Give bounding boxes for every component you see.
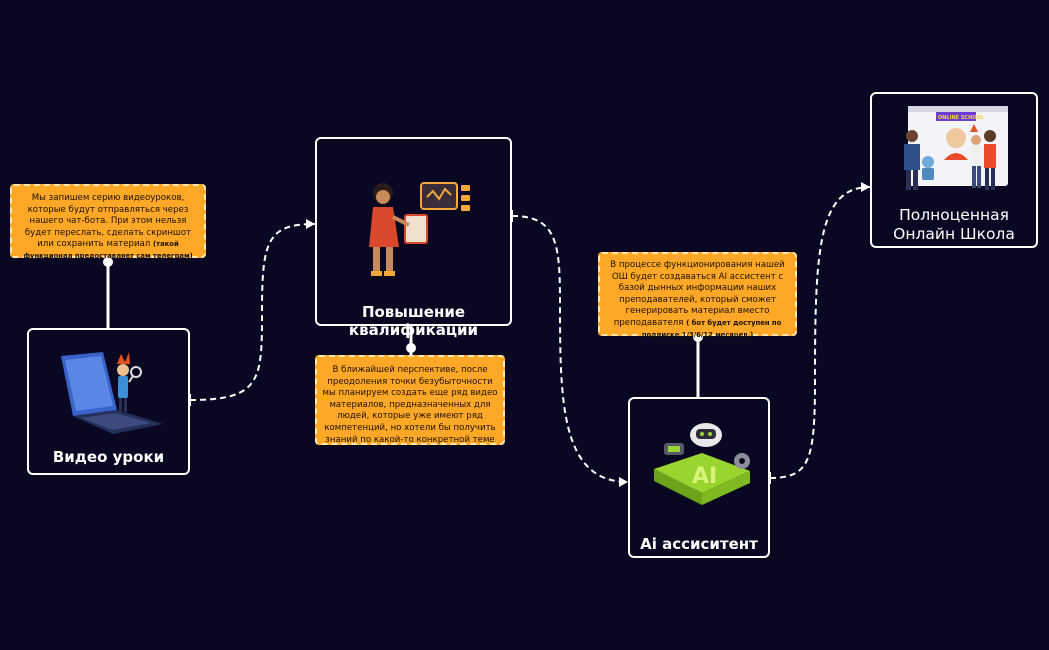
laptop-illustration [61,352,163,434]
note-qualification-text: В ближайшей перспективе, после преодолен… [322,365,498,445]
arrowhead-school [861,182,870,192]
card-qualification[interactable]: Повышение квалификации [315,137,512,339]
connector-ai-to-school [769,186,871,479]
ai-assistant-title: Ai ассиситент [640,535,758,553]
note-video-small: (такой функционал предоставляет сам теле… [23,240,193,260]
video-lessons-title: Видео уроки [52,448,165,466]
online-school-title: Полноценная Онлайн Школа [893,206,1015,243]
card-ai-assistant[interactable]: AI Ai ассиситент [628,397,770,558]
connector-qualification-to-ai [511,215,629,483]
note-ai-text: В процессе функционирования нашей ОШ буд… [610,260,785,328]
ai-robot-illustration: AI [654,423,750,505]
connector-video-to-qualification [189,223,316,401]
note-qualification: В ближайшей перспективе, после преодолен… [315,355,505,445]
card-online-school[interactable]: ONLINE SCHOOL Полноценная Онлайн Школа [870,92,1038,248]
svg-text:AI: AI [692,464,717,489]
note-video-lessons: Мы запишем серию видеоуроков, которые бу… [10,184,206,260]
online-school-illustration: ONLINE SCHOOL [904,106,1008,190]
arrowhead-ai [619,477,628,487]
teacher-board-illustration [369,182,470,276]
school-logo-text: ONLINE SCHOOL [938,115,985,121]
video-note-stem-dot [103,257,113,267]
note-ai-assistant: В процессе функционирования нашей ОШ буд… [598,252,797,339]
qualification-note-stem-dot [406,343,416,353]
note-video-text: Мы запишем серию видеоуроков, которые бу… [24,193,192,250]
card-video-lessons[interactable]: Видео уроки [27,328,190,475]
note-ai-small: ( бот будет доступен по подписке 1/3/6/1… [641,318,782,339]
arrowhead-qualification [306,219,315,229]
qualification-title: Повышение квалификации [348,303,479,339]
